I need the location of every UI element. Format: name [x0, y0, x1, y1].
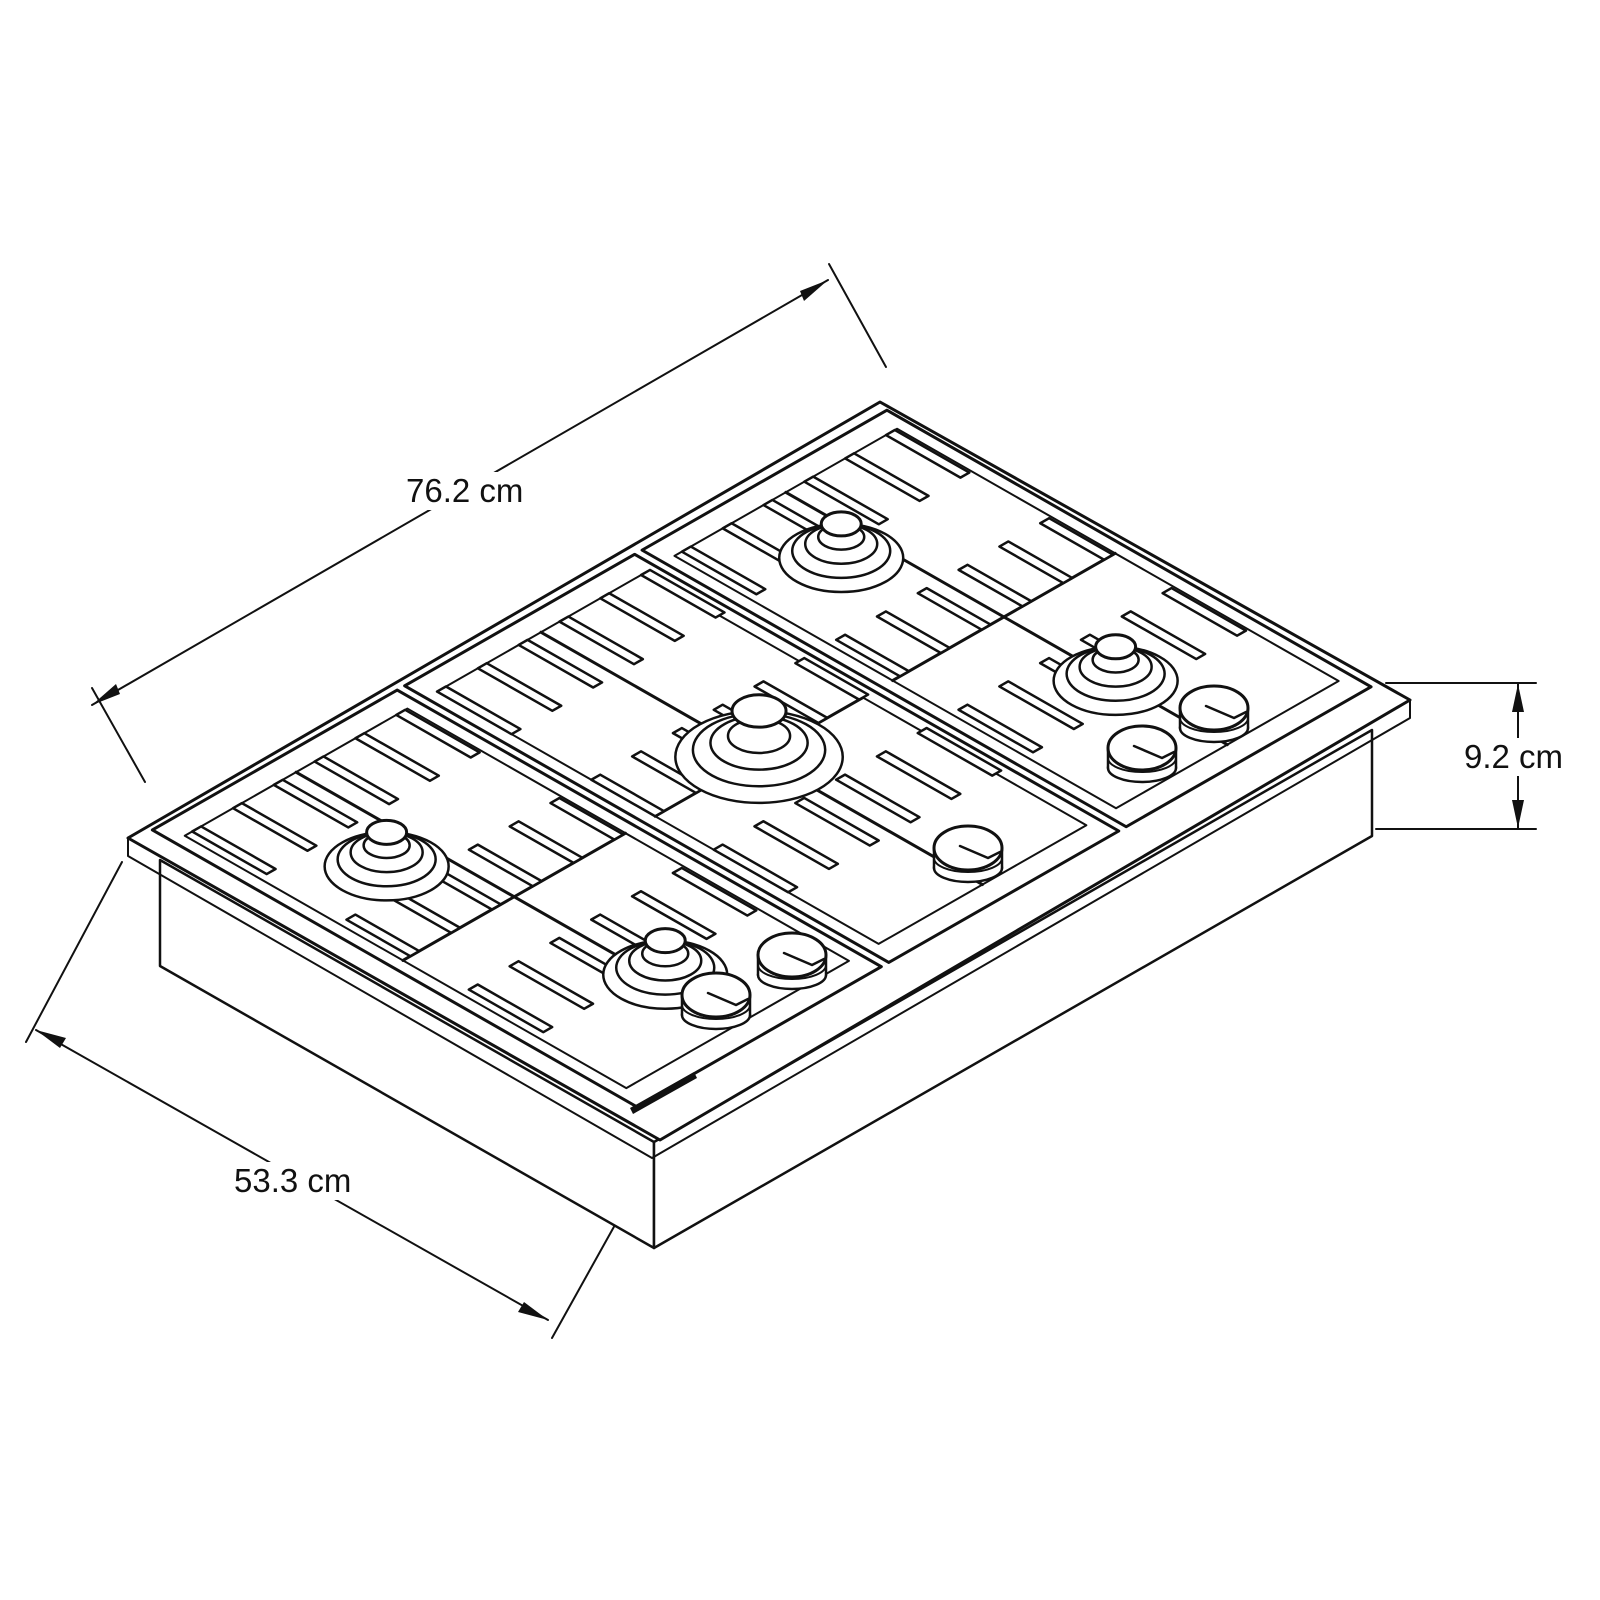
knob-top-3 — [932, 824, 1004, 872]
depth-label: 53.3 cm — [230, 1162, 356, 1200]
height-label: 9.2 cm — [1462, 738, 1566, 776]
grate-finger — [313, 755, 400, 806]
knob-indicator-1 — [706, 991, 750, 1007]
height-arrow-bottom — [1512, 800, 1524, 828]
grate-finger — [794, 796, 880, 847]
width-arrow-left — [92, 684, 120, 705]
grate-inner-1 — [183, 707, 850, 1090]
grate-finger — [998, 680, 1084, 731]
grate-finger — [875, 610, 951, 655]
knob-top-1 — [680, 971, 752, 1019]
grate-finger — [834, 633, 911, 678]
grate-inner-3 — [673, 427, 1340, 810]
grate-finger — [753, 680, 829, 725]
knob-indicator-3 — [958, 844, 1002, 860]
grate-finger — [599, 591, 685, 643]
grate-finger — [508, 959, 595, 1011]
burner-cap-1 — [365, 818, 409, 846]
grate-finger — [753, 820, 840, 871]
grate-finger — [875, 750, 962, 801]
burner-cap-4 — [819, 510, 863, 538]
grate-finger — [558, 615, 645, 666]
grate-finger — [1120, 610, 1207, 661]
grate-finger — [639, 568, 726, 619]
grate-finger — [435, 685, 522, 736]
grate-finger — [476, 661, 563, 713]
grate-finger — [957, 703, 1044, 754]
right-face — [652, 728, 1374, 1250]
width-extension-right — [828, 263, 887, 368]
grate-finger — [345, 913, 421, 958]
burner-cap-5 — [1094, 633, 1138, 661]
control-knobs — [680, 684, 1250, 1031]
grate-finger — [671, 866, 758, 917]
grate-finger — [803, 475, 889, 526]
depth-arrow-right — [518, 1302, 548, 1320]
grate-finger — [916, 726, 1003, 777]
grate-finger — [957, 563, 1033, 608]
grate-finger — [884, 428, 971, 479]
height-arrow-top — [1512, 684, 1524, 712]
grate-finger — [843, 452, 930, 503]
grate-finger — [354, 731, 441, 783]
grate-finger — [834, 773, 921, 824]
knob-indicator-2 — [782, 951, 826, 967]
grate-finger — [998, 540, 1074, 585]
grate-finger — [517, 638, 604, 689]
knob-indicator-5 — [1204, 704, 1248, 720]
brand-logo-mark — [630, 1072, 697, 1114]
burner-cap-2 — [643, 927, 687, 955]
grate-finger — [1038, 516, 1115, 561]
grate-finger — [190, 825, 277, 876]
width-arrow-right — [800, 280, 828, 301]
grate-finger — [231, 801, 318, 853]
grate-frame-1 — [150, 688, 883, 1109]
width-extension-left — [91, 687, 146, 783]
grate-finger — [630, 889, 717, 941]
grate-finger — [590, 773, 666, 818]
grate-frame-2 — [403, 552, 1121, 964]
grate-finger — [712, 843, 799, 894]
width-label: 76.2 cm — [402, 472, 528, 510]
depth-extension-left — [25, 861, 123, 1043]
brand-logo — [630, 1072, 697, 1114]
grate-midbar-1 — [401, 831, 627, 962]
grate-finger — [916, 586, 992, 631]
grate-finger — [549, 796, 625, 841]
grate-finger — [467, 983, 554, 1034]
grate-finger — [394, 708, 481, 759]
top-plate-edge — [127, 699, 1411, 1159]
knob-top-4 — [1106, 724, 1178, 772]
knob-indicator-4 — [1132, 744, 1176, 760]
grate-frame-3 — [640, 408, 1373, 829]
knob-top-2 — [756, 931, 828, 979]
burner-cap-3 — [730, 693, 788, 729]
grate-finger — [272, 778, 359, 829]
depth-arrow-left — [36, 1030, 66, 1048]
grate-finger — [794, 656, 870, 701]
grate-midbar-3 — [891, 551, 1117, 683]
knob-top-5 — [1178, 684, 1250, 732]
grate-finger — [1161, 586, 1248, 637]
grate-finger — [508, 820, 584, 865]
grate-finger — [680, 545, 767, 596]
grate-finger — [467, 843, 543, 888]
